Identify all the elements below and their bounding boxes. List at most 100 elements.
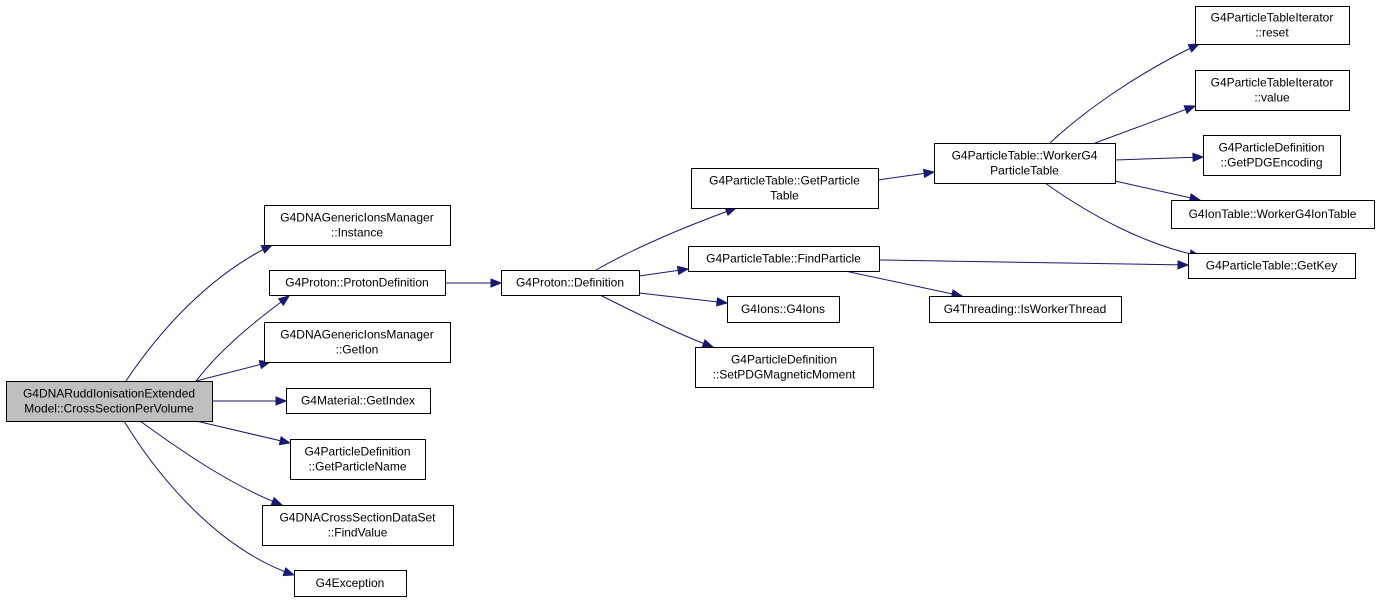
arrowhead-icon xyxy=(701,338,715,348)
node-box[interactable] xyxy=(1203,135,1341,176)
arrowhead-icon xyxy=(275,396,288,406)
node-box[interactable] xyxy=(269,270,446,296)
node-box[interactable] xyxy=(1188,253,1356,279)
arrowhead-icon xyxy=(676,265,690,276)
node-label: ::GetParticleName xyxy=(308,460,406,474)
edge-root-to-g4exception xyxy=(123,420,295,576)
node-label: G4Ions::G4Ions xyxy=(741,302,825,316)
node-label: G4ParticleDefinition xyxy=(731,353,837,367)
node-root[interactable]: G4DNARuddIonisationExtendedModel::CrossS… xyxy=(6,381,213,422)
edge-root-to-gim_getion xyxy=(195,361,271,382)
node-label: Model::CrossSectionPerVolume xyxy=(24,402,194,416)
node-label: G4Proton::ProtonDefinition xyxy=(285,276,428,290)
node-proton_def[interactable]: G4Proton::ProtonDefinition xyxy=(269,270,446,296)
node-box[interactable] xyxy=(1195,6,1350,45)
node-label: G4ParticleTable::GetParticle xyxy=(709,174,860,188)
node-label: ::FindValue xyxy=(328,526,388,540)
node-label: G4ParticleDefinition xyxy=(304,445,410,459)
arrowhead-icon xyxy=(277,295,291,307)
edge-root-to-gim_instance xyxy=(125,244,273,382)
node-label: G4Threading::IsWorkerThread xyxy=(944,302,1107,316)
arrowhead-icon xyxy=(270,496,284,506)
arrowhead-icon xyxy=(1183,105,1197,115)
node-box[interactable] xyxy=(934,143,1116,184)
node-label: G4Exception xyxy=(316,576,385,590)
node-label: ::GetIon xyxy=(336,343,379,357)
edge-proton_definition-to-ions_g4ions xyxy=(638,292,728,304)
node-box[interactable] xyxy=(691,168,879,209)
node-gim_instance[interactable]: G4DNAGenericIonsManager::Instance xyxy=(264,205,451,246)
node-ions_g4ions[interactable]: G4Ions::G4Ions xyxy=(727,296,840,323)
node-pti_value[interactable]: G4ParticleTableIterator::value xyxy=(1195,70,1350,111)
arrowhead-icon xyxy=(1177,260,1190,270)
node-box[interactable] xyxy=(688,246,880,272)
edge-root-to-pd_getname xyxy=(195,420,291,444)
node-box[interactable] xyxy=(695,347,874,388)
node-mat_getindex[interactable]: G4Material::GetIndex xyxy=(286,388,431,414)
node-label: G4DNACrossSectionDataSet xyxy=(279,511,436,525)
node-box[interactable] xyxy=(286,388,431,414)
node-pd_getpdgencoding[interactable]: G4ParticleDefinition::GetPDGEncoding xyxy=(1203,135,1341,176)
node-box[interactable] xyxy=(264,322,451,363)
node-proton_definition[interactable]: G4Proton::Definition xyxy=(501,270,640,296)
edge-root-to-proton_def xyxy=(195,295,290,382)
node-box[interactable] xyxy=(727,296,840,323)
node-cs_findvalue[interactable]: G4DNACrossSectionDataSet::FindValue xyxy=(262,505,454,546)
node-label: G4Material::GetIndex xyxy=(301,394,415,408)
node-box[interactable] xyxy=(294,570,407,597)
node-label: G4ParticleTableIterator xyxy=(1211,11,1334,25)
edge-pt_workerg4-to-pti_value xyxy=(1094,105,1196,144)
node-pt_getkey[interactable]: G4ParticleTable::GetKey xyxy=(1188,253,1356,279)
arrowhead-icon xyxy=(1187,43,1201,53)
node-label: ::value xyxy=(1254,91,1290,105)
node-g4exception[interactable]: G4Exception xyxy=(294,570,407,597)
node-box[interactable] xyxy=(290,439,426,480)
node-box[interactable] xyxy=(264,205,451,246)
edge-pt_workerg4-to-pt_getkey xyxy=(1044,182,1201,257)
edge-pt_findparticle-to-threading_isworker xyxy=(844,270,963,297)
node-gim_getion[interactable]: G4DNAGenericIonsManager::GetIon xyxy=(264,322,451,363)
node-label: Table xyxy=(770,189,799,203)
arrowhead-icon xyxy=(282,567,296,577)
node-box[interactable] xyxy=(1171,200,1375,229)
node-box[interactable] xyxy=(929,296,1122,323)
edge-proton_definition-to-pd_setpdgmm xyxy=(599,294,714,348)
node-label: G4ParticleTable::FindParticle xyxy=(706,252,861,266)
node-label: ::GetPDGEncoding xyxy=(1220,156,1322,170)
edge-pt_findparticle-to-pt_getkey xyxy=(878,259,1189,266)
node-threading_isworker[interactable]: G4Threading::IsWorkerThread xyxy=(929,296,1122,323)
node-label: ::reset xyxy=(1255,26,1289,40)
arrowhead-icon xyxy=(922,168,936,179)
node-pd_getname[interactable]: G4ParticleDefinition::GetParticleName xyxy=(290,439,426,480)
node-box[interactable] xyxy=(1195,70,1350,111)
node-label: G4ParticleTableIterator xyxy=(1211,76,1334,90)
node-pti_reset[interactable]: G4ParticleTableIterator::reset xyxy=(1195,6,1350,45)
arrowhead-icon xyxy=(278,435,292,446)
node-box[interactable] xyxy=(6,381,213,422)
node-layer: G4DNARuddIonisationExtendedModel::CrossS… xyxy=(6,6,1375,597)
node-label: G4ParticleTable::GetKey xyxy=(1206,259,1337,273)
node-label: G4ParticleTable::WorkerG4 xyxy=(952,149,1098,163)
arrowhead-icon xyxy=(260,244,274,254)
node-iontable_worker[interactable]: G4IonTable::WorkerG4IonTable xyxy=(1171,200,1375,229)
node-label: ::SetPDGMagneticMoment xyxy=(713,368,856,382)
edge-layer xyxy=(123,43,1205,577)
node-label: G4IonTable::WorkerG4IonTable xyxy=(1189,207,1357,221)
node-label: G4DNAGenericIonsManager xyxy=(280,211,433,225)
edge-proton_definition-to-pt_getparticletable xyxy=(595,207,737,271)
node-label: G4DNARuddIonisationExtended xyxy=(23,387,195,401)
node-box[interactable] xyxy=(262,505,454,546)
node-box[interactable] xyxy=(501,270,640,296)
edge-pt_workerg4-to-pd_getpdgencoding xyxy=(1114,156,1204,161)
node-pd_setpdgmm[interactable]: G4ParticleDefinition::SetPDGMagneticMome… xyxy=(695,347,874,388)
arrowhead-icon xyxy=(716,297,729,307)
node-label: ::Instance xyxy=(331,226,383,240)
node-pt_findparticle[interactable]: G4ParticleTable::FindParticle xyxy=(688,246,880,272)
node-label: G4ParticleDefinition xyxy=(1218,141,1324,155)
node-label: G4DNAGenericIonsManager xyxy=(280,328,433,342)
node-label: ParticleTable xyxy=(990,164,1059,178)
edge-pt_workerg4-to-iontable_worker xyxy=(1114,180,1201,201)
